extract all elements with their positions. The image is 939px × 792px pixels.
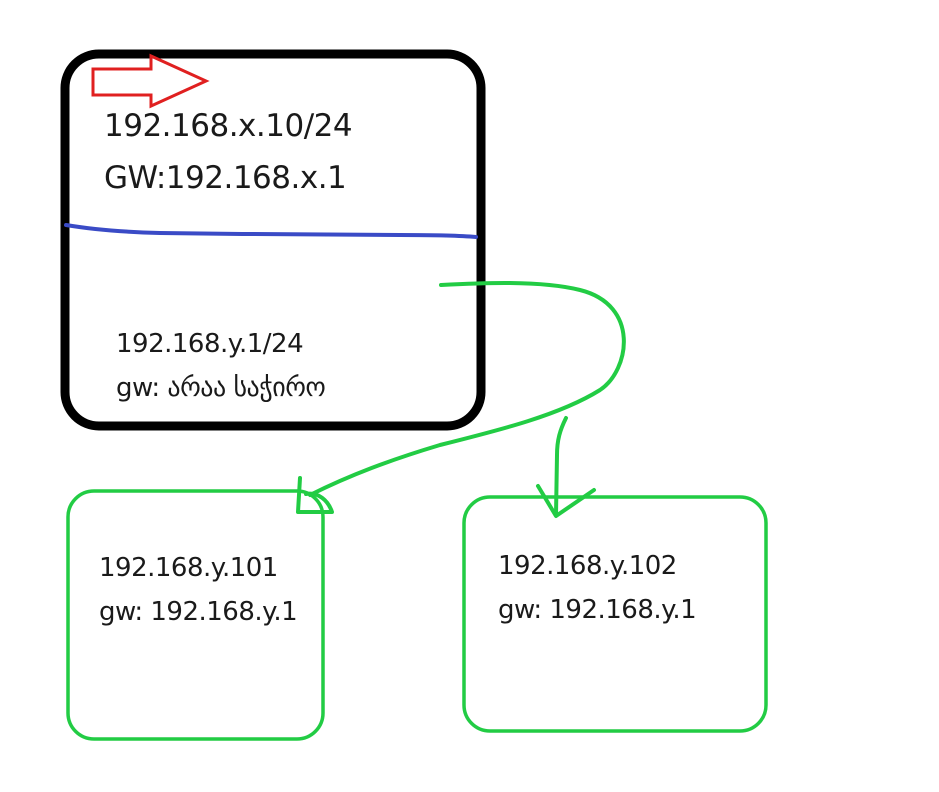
- router-box: [60, 49, 486, 431]
- lan-connector-line: [308, 280, 626, 497]
- router-wan-ip: 192.168.x.10/24: [104, 108, 353, 144]
- host-2-ip: 192.168.y.102: [498, 551, 677, 581]
- host-2-branch-line: [554, 416, 568, 517]
- wan-arrow-icon: [91, 53, 210, 109]
- router-lan-ip: 192.168.y.1/24: [116, 329, 304, 359]
- host-1-arrow-icon: [296, 476, 334, 514]
- host-2-arrow-icon: [536, 484, 596, 518]
- host-2-gateway: gw: 192.168.y.1: [498, 595, 697, 625]
- router-lan-gateway: gw: არაა საჭირო: [116, 373, 326, 403]
- host-1-ip: 192.168.y.101: [99, 553, 278, 583]
- router-wan-gateway: GW:192.168.x.1: [104, 160, 347, 196]
- host-box-2: [462, 495, 768, 733]
- host-1-gateway: gw: 192.168.y.1: [99, 597, 298, 627]
- router-divider-line: [64, 223, 478, 239]
- host-box-1: [66, 489, 325, 741]
